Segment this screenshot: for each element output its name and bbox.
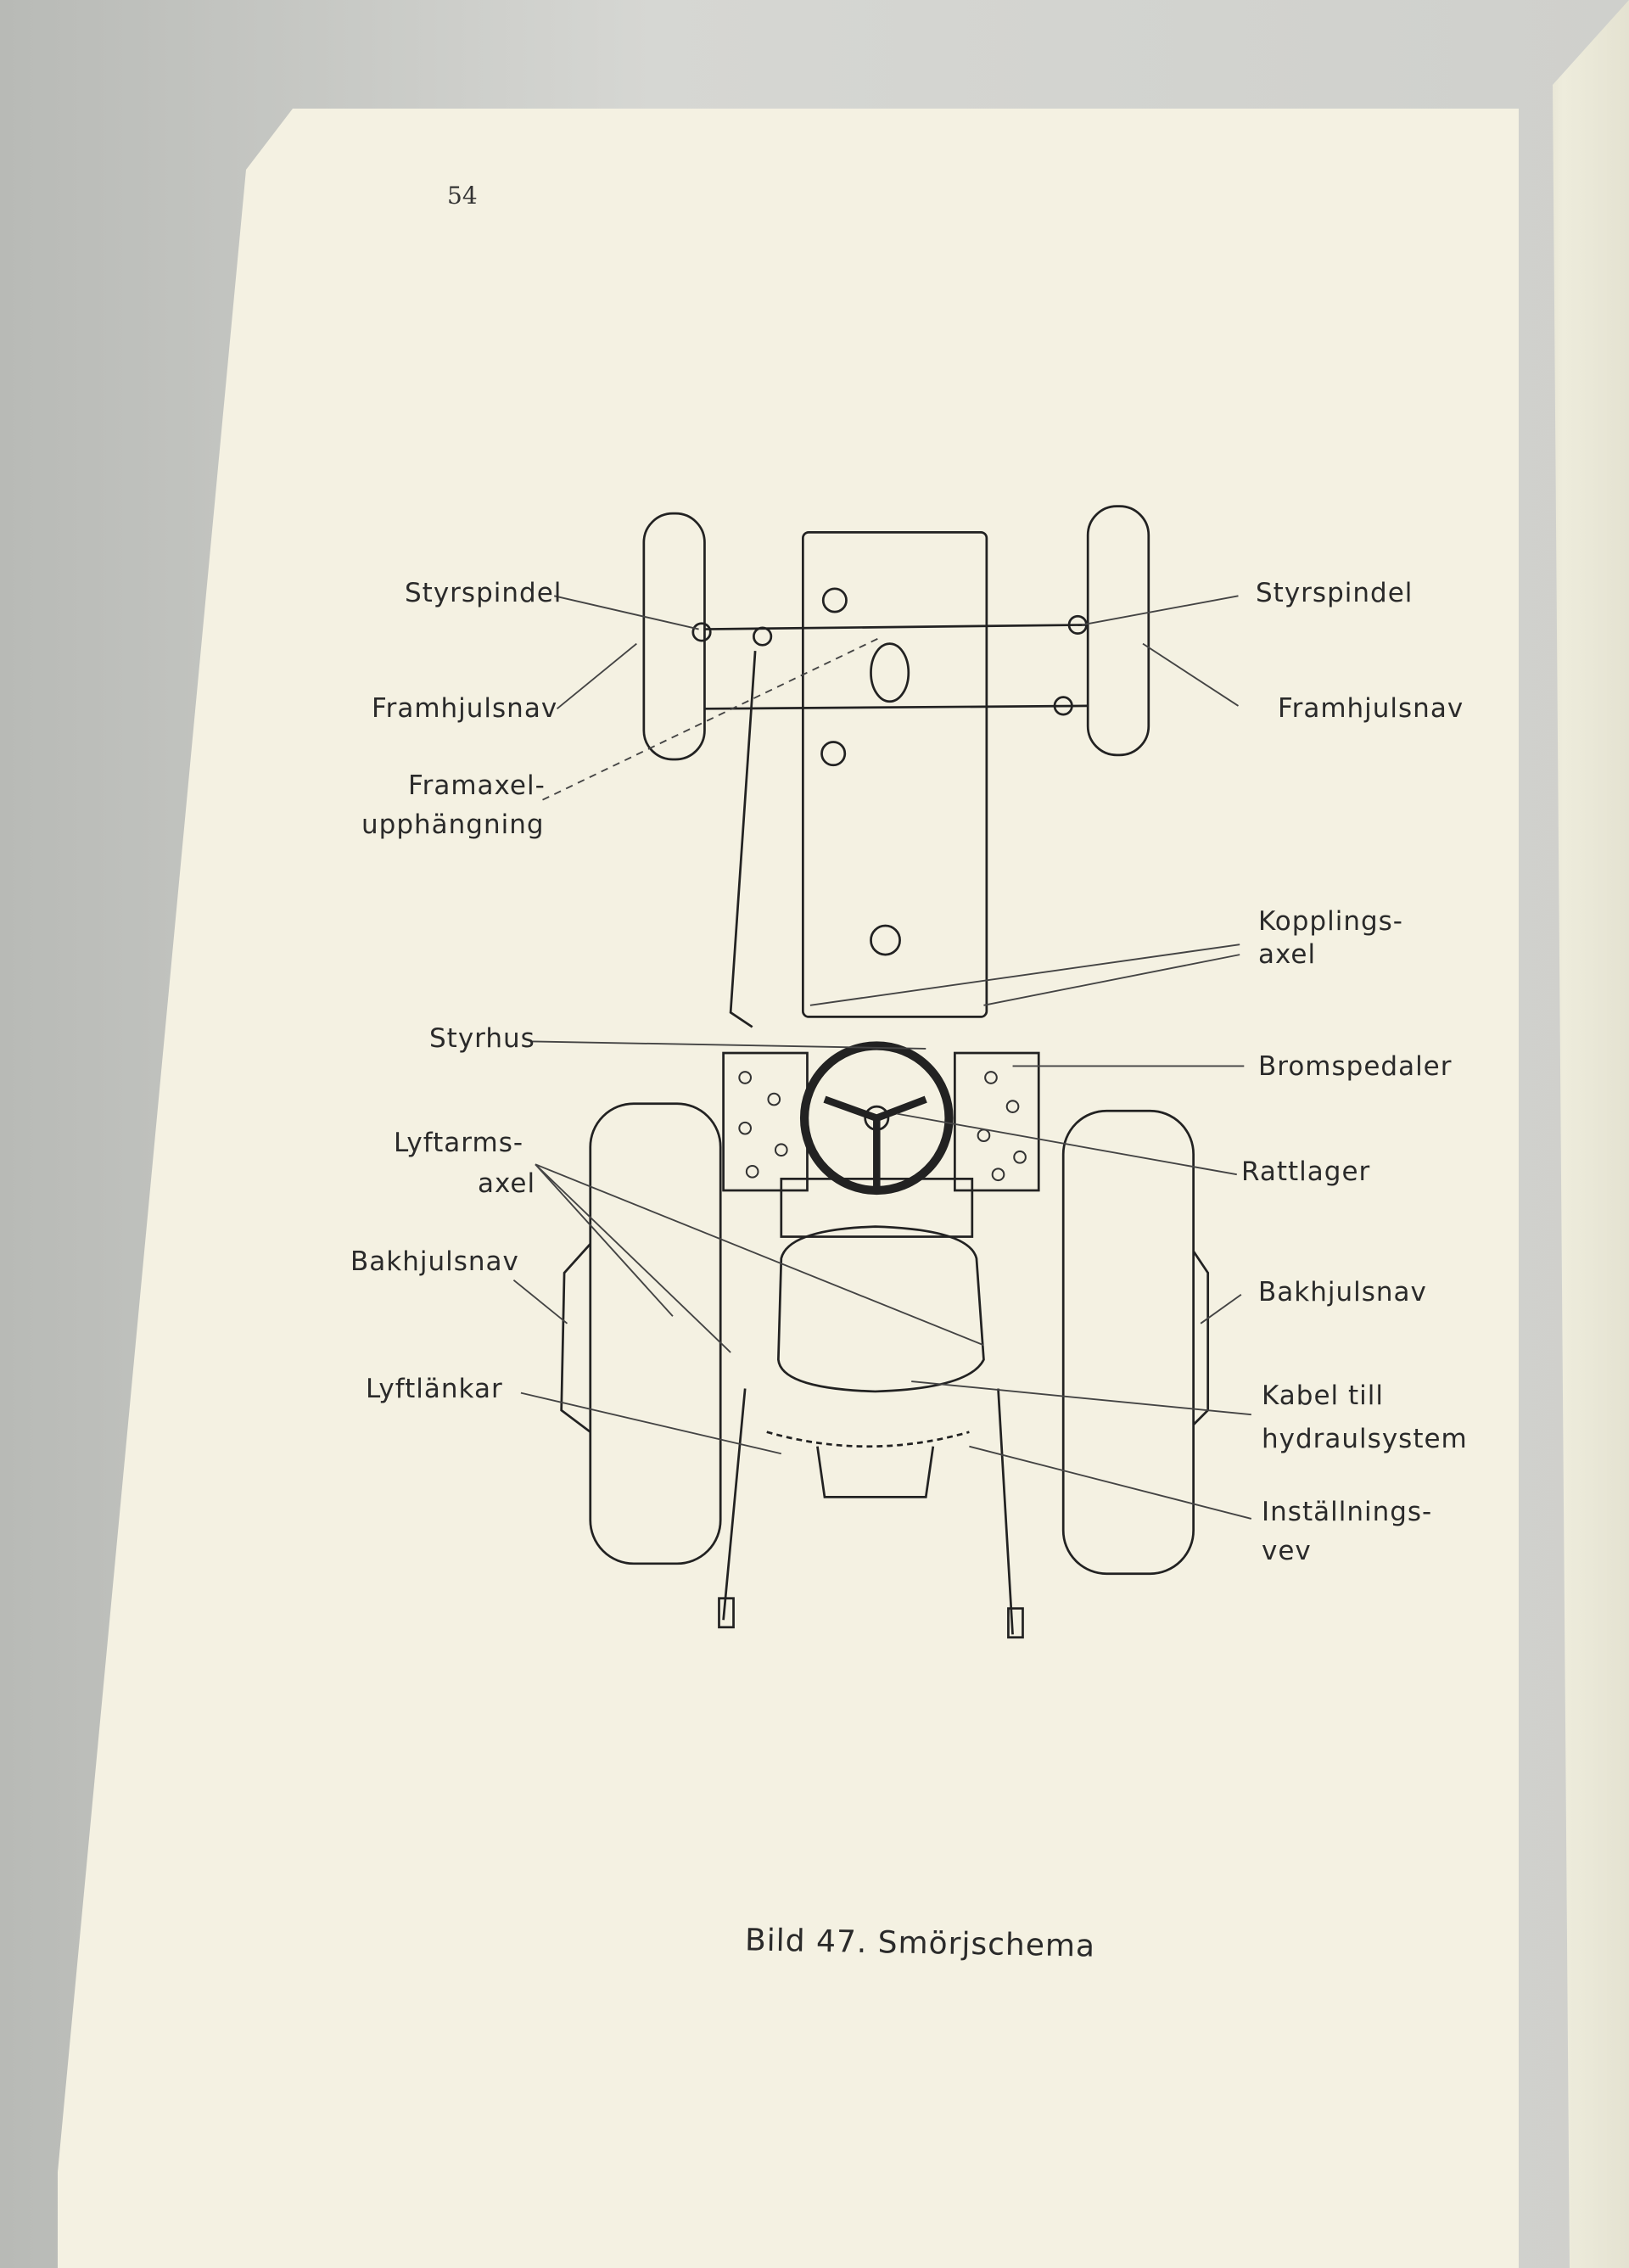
label-bakhjulsnav-left: Bakhjulsnav — [350, 1246, 519, 1277]
engine-hood — [801, 530, 988, 1018]
leader-lines — [512, 595, 1252, 1520]
drag-link — [729, 651, 757, 1028]
label-lyftlankar: Lyftlänkar — [366, 1374, 503, 1404]
figure-caption: Bild 47. Smörjschema — [744, 1923, 1096, 1964]
front-right-wheel — [1086, 505, 1150, 757]
label-bromspedaler: Bromspedaler — [1258, 1051, 1453, 1082]
footplate-left — [722, 1051, 809, 1192]
label-styrhus: Styrhus — [429, 1023, 535, 1054]
front-axle — [704, 624, 1089, 630]
label-kopplings: Kopplings- — [1258, 906, 1403, 937]
label-styrspindel-left: Styrspindel — [405, 578, 563, 608]
lift-links — [722, 1388, 1014, 1635]
label-lyftarms-axel: axel — [478, 1168, 536, 1199]
label-kabel-till: Kabel till — [1262, 1380, 1384, 1411]
label-framhjulsnav-left: Framhjulsnav — [372, 693, 558, 724]
label-vev: vev — [1262, 1536, 1312, 1566]
seat — [777, 1225, 985, 1393]
label-lyftarms: Lyftarms- — [394, 1128, 524, 1158]
label-bakhjulsnav-right: Bakhjulsnav — [1258, 1277, 1427, 1308]
front-left-wheel — [642, 512, 706, 761]
label-upphangning: upphängning — [361, 809, 545, 840]
label-framhjulsnav-right: Framhjulsnav — [1278, 693, 1464, 724]
footplate-right — [953, 1051, 1040, 1192]
label-kopplings-axel: axel — [1258, 939, 1317, 970]
label-framaxel: Framaxel- — [408, 770, 546, 801]
label-styrspindel-right: Styrspindel — [1256, 578, 1413, 608]
label-rattlager: Rattlager — [1241, 1156, 1371, 1187]
label-installnings: Inställnings- — [1262, 1497, 1433, 1527]
page-number: 54 — [447, 182, 478, 210]
rear-right-wheel — [1061, 1109, 1195, 1576]
label-hydraulsystem: hydraulsystem — [1262, 1424, 1468, 1454]
rear-left-wheel — [589, 1102, 722, 1565]
steering-wheel — [799, 1041, 954, 1196]
